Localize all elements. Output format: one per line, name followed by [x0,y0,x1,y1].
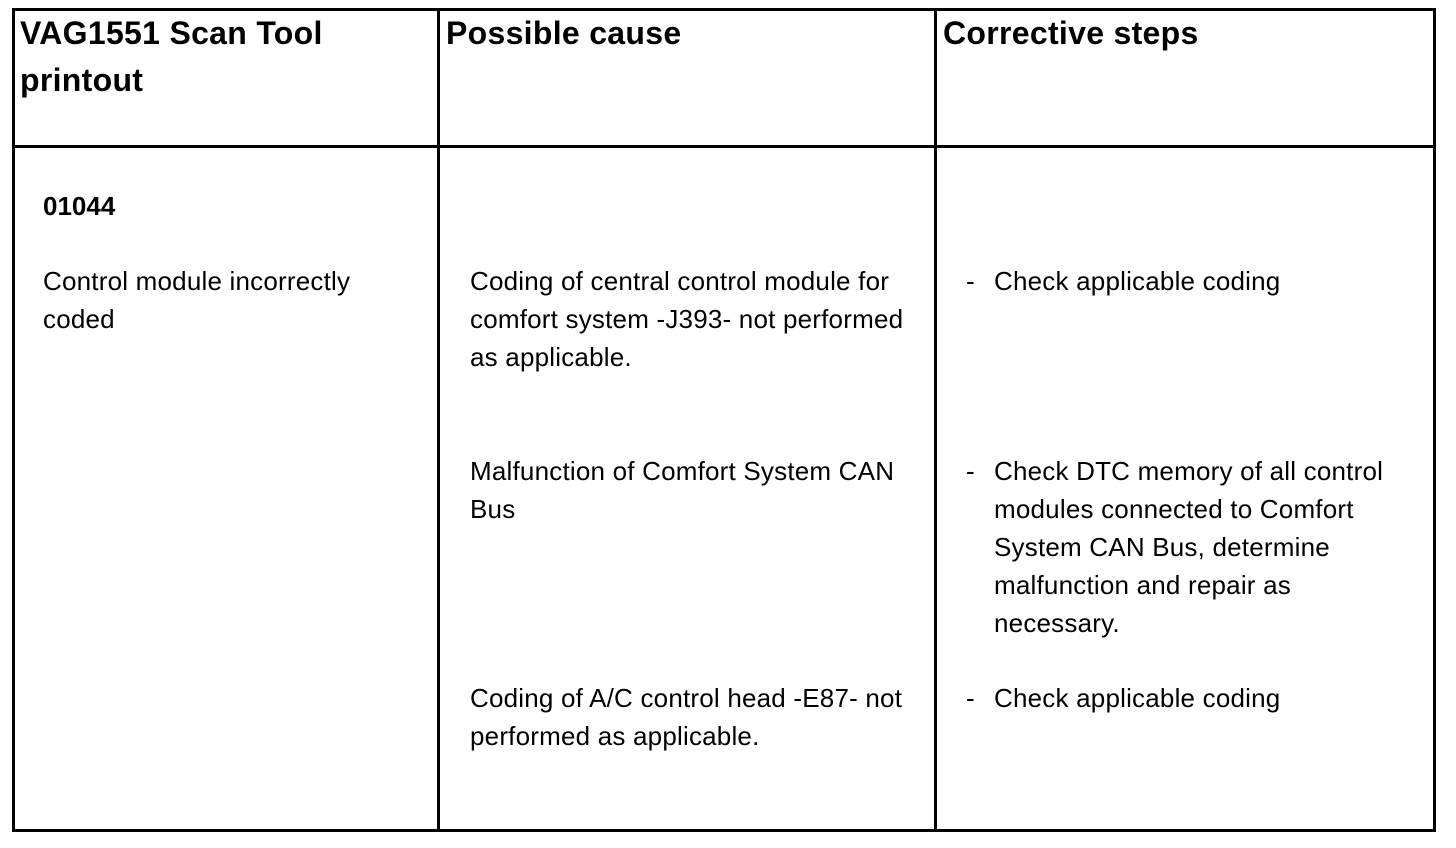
cause-3: Coding of A/C control head -E87- not per… [470,683,903,751]
header-possible-cause: Possible cause [446,15,682,51]
cause-2: Malfunction of Comfort System CAN Bus [470,456,895,524]
step-dash: - [966,456,975,486]
table-border [12,8,1436,832]
header-divider [12,145,1436,148]
header-corrective-steps: Corrective steps [943,15,1199,51]
column-divider-1 [437,8,440,832]
step-text: Check applicable coding [994,683,1281,713]
step-dash: - [966,266,975,296]
column-divider-2 [934,8,937,832]
dtc-code: 01044 [43,191,116,221]
step-text: Check applicable coding [994,266,1281,296]
header-scan-tool-printout: VAG1551 Scan Tool printout [20,15,323,98]
step-dash: - [966,683,975,713]
step-text: Check DTC memory of all control modules … [994,456,1384,638]
dtc-description: Control module incorrectly coded [43,266,351,334]
cause-1: Coding of central control module for com… [470,266,904,372]
